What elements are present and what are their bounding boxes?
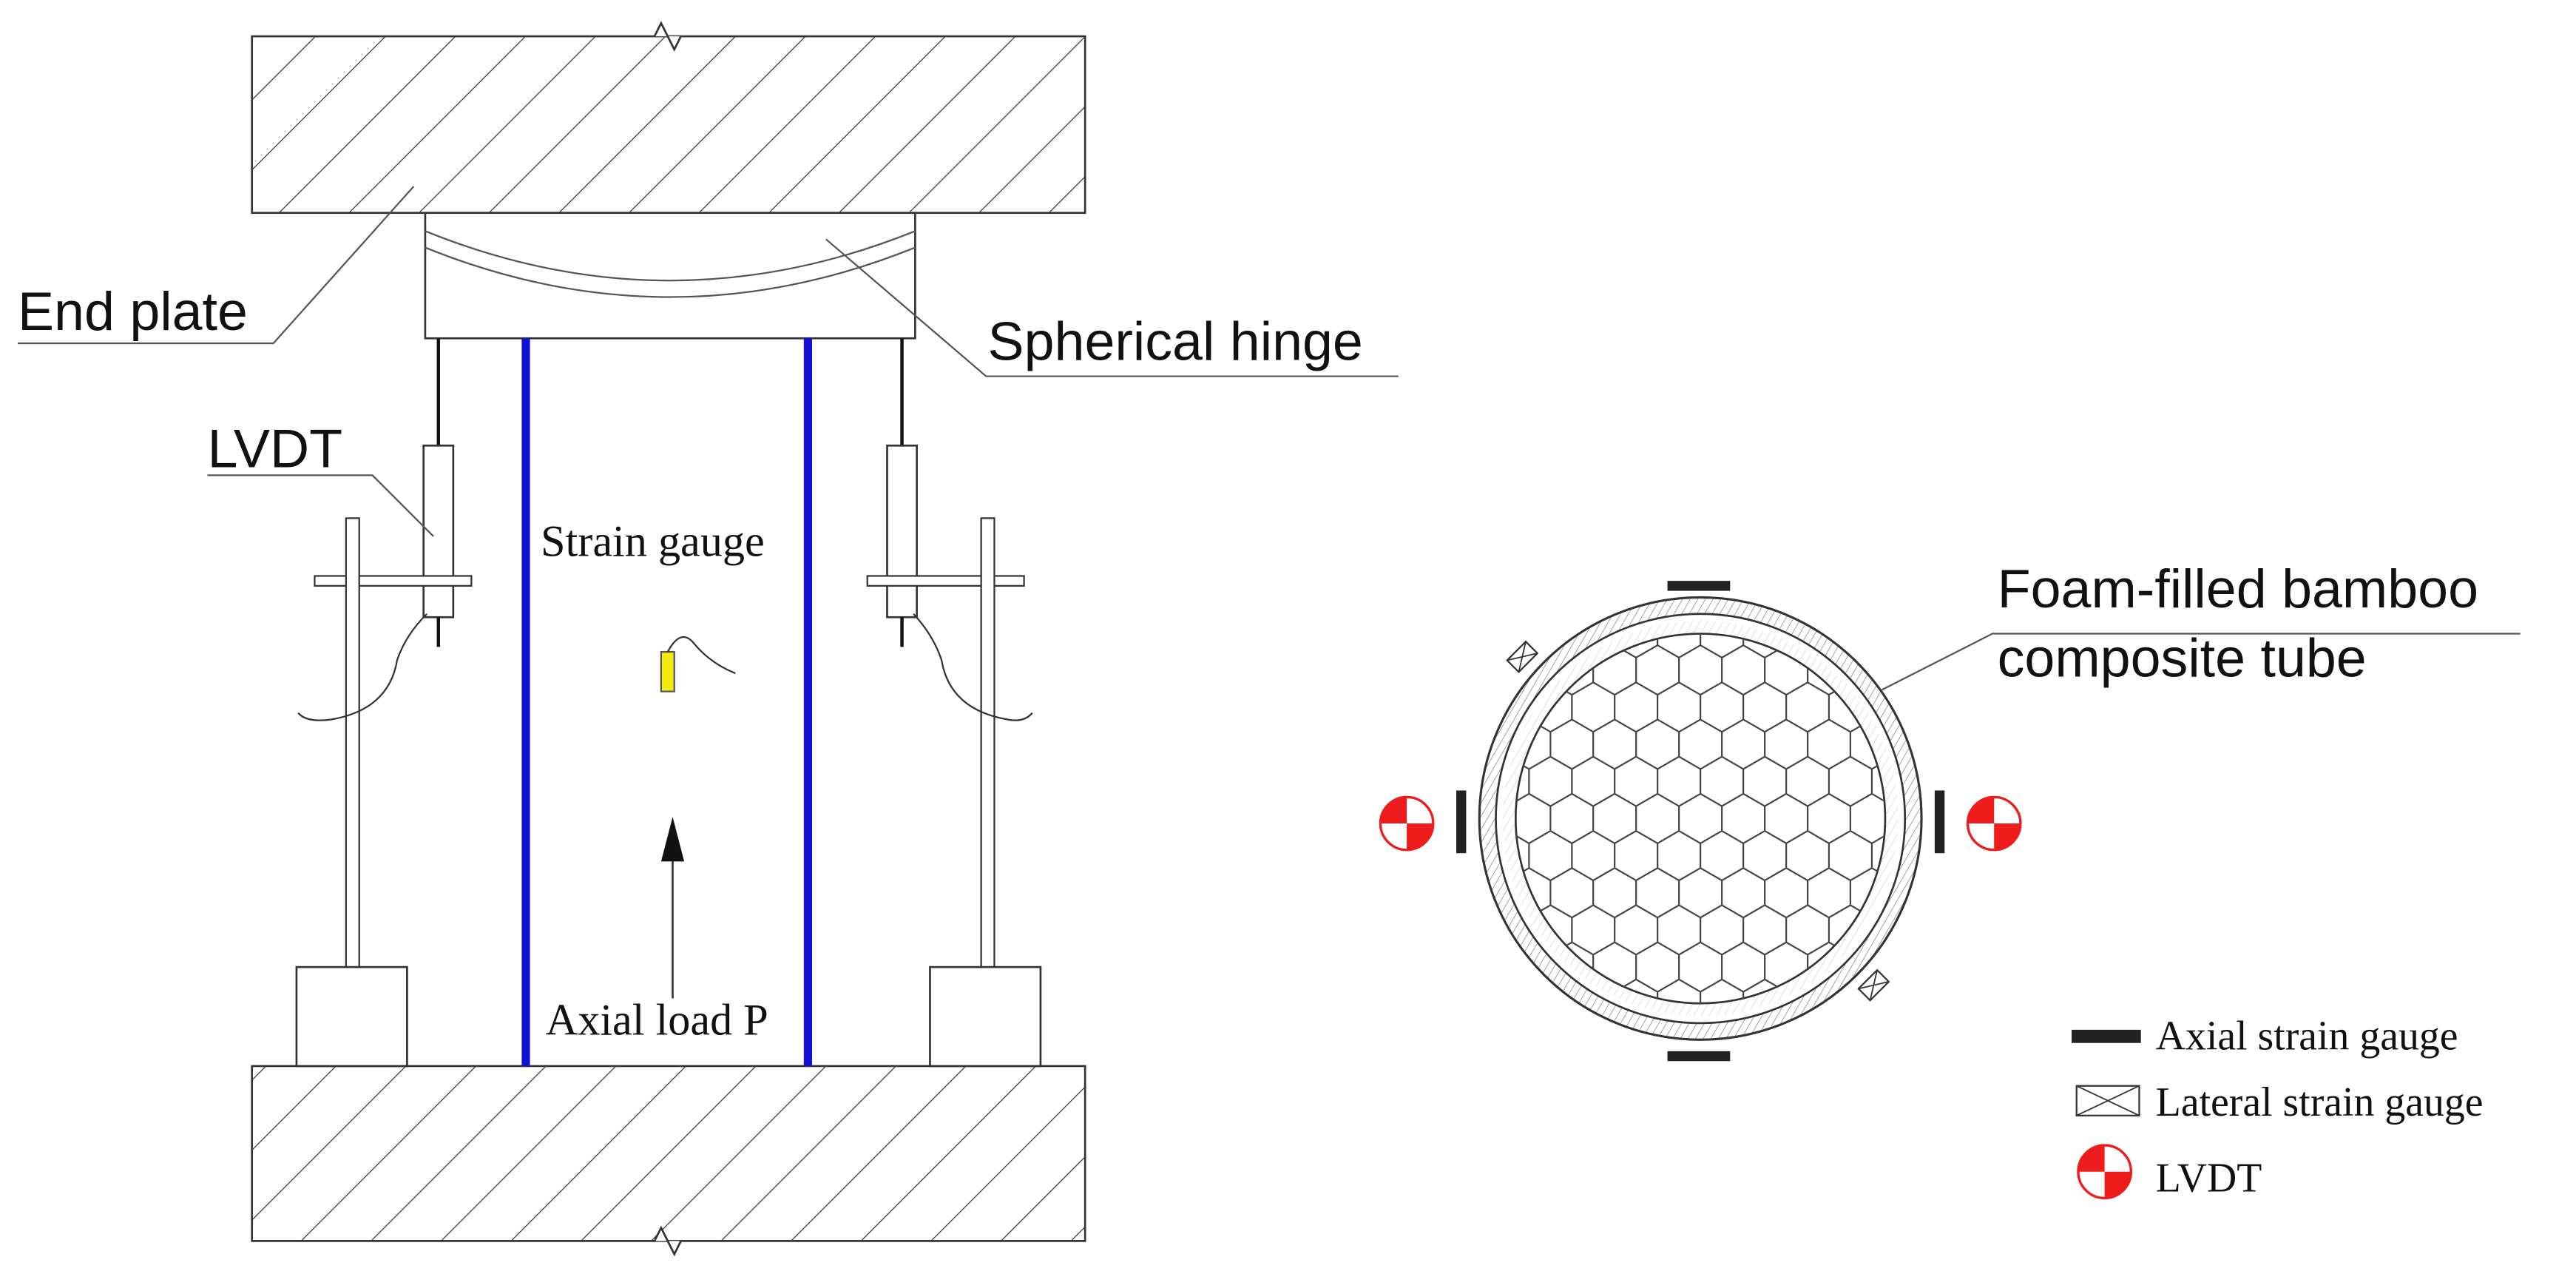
- tube-label-line1: Foam-filled bamboo: [1998, 558, 2478, 619]
- legend: Axial strain gauge Lateral strain gauge …: [2072, 1014, 2483, 1201]
- honeycomb-cell: [1464, 1017, 1507, 1066]
- top-loading-plate: [251, 21, 1086, 215]
- honeycomb-cell: [1915, 980, 1958, 1029]
- honeycomb-cell: [1850, 571, 1893, 621]
- honeycomb-cell: [1550, 571, 1593, 621]
- right-lvdt-assembly: [866, 338, 1042, 1068]
- left-lvdt-assembly: [295, 338, 473, 1068]
- legend-lvdt-swatch: [2077, 1144, 2132, 1200]
- honeycomb-cell: [1893, 943, 1936, 992]
- honeycomb-cell: [1936, 943, 1979, 992]
- spherical-hinge-leader: [825, 238, 1399, 377]
- honeycomb-cell: [1614, 978, 1659, 1004]
- honeycomb-cell: [1936, 720, 1979, 769]
- axial-load-arrow: [660, 817, 685, 999]
- honeycomb-cell: [1515, 978, 1530, 1004]
- legend-lvdt-label: LVDT: [2156, 1155, 2262, 1201]
- axial-gauge-left: [1456, 790, 1467, 854]
- honeycomb-cell: [1507, 1017, 1550, 1066]
- strain-gauge-label: Strain gauge: [541, 517, 765, 567]
- honeycomb-cell: [1700, 978, 1745, 1004]
- honeycomb-cell: [1893, 645, 1936, 695]
- honeycomb-cell: [1507, 571, 1550, 621]
- honeycomb-cell: [1958, 980, 2001, 1029]
- end-plate-leader: [17, 186, 415, 345]
- honeycomb-cell: [1742, 978, 1788, 1004]
- honeycomb-cell: [1915, 905, 1958, 954]
- honeycomb-cell: [1893, 571, 1936, 621]
- honeycomb-cell: [1870, 633, 1885, 659]
- lateral-gauge-upper-left: [1506, 640, 1539, 673]
- honeycomb-cell: [1421, 1017, 1464, 1066]
- legend-lateral-label: Lateral strain gauge: [2156, 1079, 2484, 1125]
- tube-cross-section: [1421, 571, 2001, 1066]
- axial-gauge-bottom: [1667, 1051, 1731, 1062]
- honeycomb-cell: [1936, 868, 1979, 917]
- honeycomb-cell: [1915, 682, 1958, 732]
- honeycomb-cell: [1936, 645, 1979, 695]
- honeycomb-cell: [1893, 1017, 1936, 1066]
- spherical-hinge-label: Spherical hinge: [988, 310, 1363, 371]
- lateral-gauge-lower-right: [1857, 968, 1890, 1002]
- honeycomb-cell: [1936, 1017, 1979, 1066]
- honeycomb-cell: [1464, 571, 1507, 621]
- end-plate-label: End plate: [18, 280, 248, 342]
- axial-load-label: Axial load P: [546, 996, 768, 1045]
- honeycomb-cell: [1421, 720, 1464, 769]
- bottom-loading-plate: [251, 1065, 1086, 1257]
- honeycomb-cell: [1421, 943, 1464, 992]
- honeycomb-cell: [1443, 608, 1486, 658]
- legend-lateral-swatch: [2075, 1085, 2140, 1116]
- honeycomb-cell: [1936, 571, 1979, 621]
- specimen-strain-gauge: [660, 636, 736, 692]
- honeycomb-cell: [1550, 1017, 1593, 1066]
- tube-leader: [1882, 633, 2521, 691]
- axial-gauge-top: [1667, 581, 1731, 591]
- lvdt-marker-right: [1966, 795, 2022, 852]
- honeycomb-cell: [1464, 645, 1507, 695]
- axial-gauge-right: [1934, 790, 1945, 854]
- honeycomb-cell: [1808, 571, 1850, 621]
- honeycomb-cell: [1443, 980, 1486, 1029]
- honeycomb-cell: [1421, 645, 1464, 695]
- honeycomb-cell: [1915, 608, 1958, 658]
- honeycomb-cell: [1421, 868, 1464, 917]
- honeycomb-cell: [1421, 571, 1464, 621]
- honeycomb-cell: [1808, 1017, 1850, 1066]
- honeycomb-cell: [1443, 905, 1486, 954]
- lvdt-label: LVDT: [207, 417, 342, 479]
- honeycomb-cell: [1958, 682, 2001, 732]
- legend-axial-swatch: [2072, 1029, 2141, 1043]
- honeycomb-cell: [1850, 1017, 1893, 1066]
- lvdt-leader: [207, 474, 434, 537]
- lvdt-marker-left: [1379, 795, 1435, 852]
- legend-axial-label: Axial strain gauge: [2156, 1014, 2458, 1059]
- tube-label-line2: composite tube: [1998, 627, 2367, 689]
- spherical-hinge: [424, 212, 916, 340]
- honeycomb-cell: [1958, 905, 2001, 954]
- honeycomb-cell: [1464, 943, 1507, 992]
- honeycomb-cell: [1657, 978, 1702, 1004]
- honeycomb-cell: [1443, 682, 1486, 732]
